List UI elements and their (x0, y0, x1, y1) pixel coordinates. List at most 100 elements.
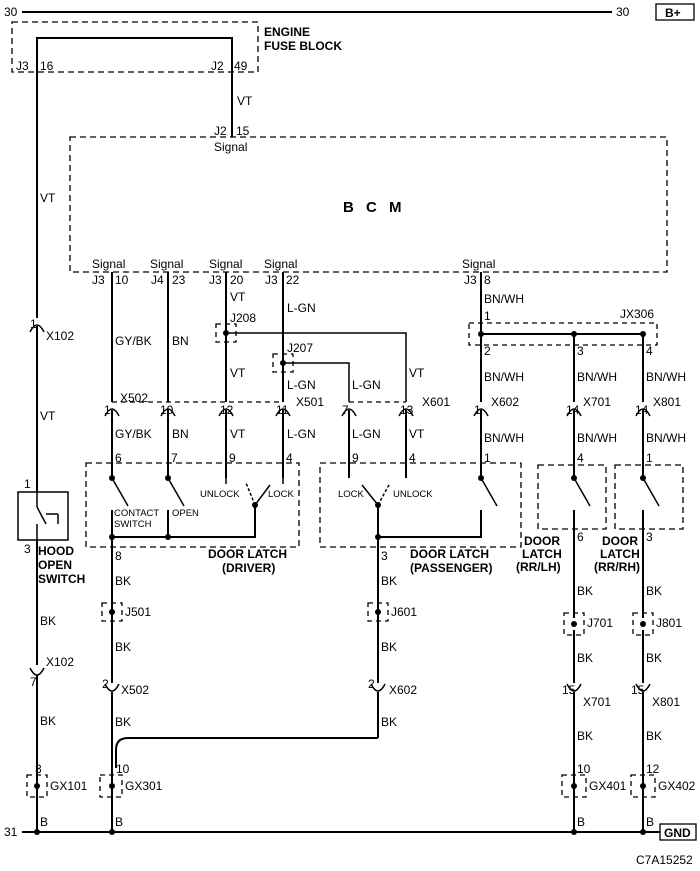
rrlh-pin-4: 4 (577, 451, 584, 465)
fuse-pin-right-conn: J2 (211, 59, 224, 73)
jx306-pin-4: 4 (646, 344, 653, 358)
wire-color-bk-hood-2: BK (40, 714, 56, 728)
fuse-pin-right-num: 49 (234, 59, 248, 73)
x601-label: X601 (422, 395, 450, 409)
gx301-pin: 10 (116, 762, 130, 776)
x602-pin-1: 1 (474, 403, 481, 417)
bcm-top-conn: J2 (214, 124, 227, 138)
rail-top-label: B+ (665, 6, 681, 20)
x102-top-label: X102 (46, 329, 74, 343)
rrrh-label-1: DOOR (602, 534, 638, 548)
j207-label: J207 (287, 341, 313, 355)
hood-switch-label-1: HOOD (38, 544, 74, 558)
wire-color-b-gx301: B (115, 815, 123, 829)
jx306-pin-2: 2 (484, 344, 491, 358)
driver-pin-7: 7 (171, 451, 178, 465)
fuse-pin-left-num: 16 (40, 59, 54, 73)
hood-switch-label-3: SWITCH (38, 572, 85, 586)
passenger-lock-label: LOCK (338, 489, 365, 500)
rrlh-label-2: LATCH (522, 547, 562, 561)
bcm-module: J2 15 Signal B C M Signal Signal Signal … (69, 124, 668, 287)
gx401-label: GX401 (589, 779, 627, 793)
bcm-pin-4-conn: J3 (265, 273, 278, 287)
gx402-pin: 12 (646, 762, 660, 776)
door-latch-driver: 6 7 9 4 CONTACT SWITCH OPEN UNLOCK LOCK … (85, 451, 300, 575)
x502-bottom-label: X502 (121, 683, 149, 697)
x502-label: X502 (120, 391, 148, 405)
bcm-pin-3-num: 20 (230, 273, 244, 287)
wire-color-vt-unlock-1: VT (230, 290, 246, 304)
bcm-pin-5-conn: J3 (464, 273, 477, 287)
gx401-pin: 10 (577, 762, 591, 776)
x701-pin-14: 14 (566, 403, 580, 417)
x102-bottom-label: X102 (46, 655, 74, 669)
bcm-pin-2-conn: J4 (151, 273, 164, 287)
wire-color-bnwh-4: BN/WH (646, 370, 686, 384)
bcm-pin-2-num: 23 (172, 273, 186, 287)
wire-color-bk-hood-1: BK (40, 614, 56, 628)
x801-label: X801 (653, 395, 681, 409)
x102-bottom-pin: 7 (30, 675, 37, 689)
wire-color-bk-passenger-2: BK (381, 640, 397, 654)
rrlh-label-1: DOOR (524, 534, 560, 548)
wire-color-bk-driver-2: BK (115, 640, 131, 654)
driver-pin-9: 9 (229, 451, 236, 465)
j208-label: J208 (230, 311, 256, 325)
wire-color-b-gx101: B (40, 815, 48, 829)
wire-color-bn-2: BN (172, 427, 189, 441)
bcm-pin-2-signal: Signal (150, 257, 183, 271)
bcm-pin-4-num: 22 (286, 273, 300, 287)
x502-bottom-pin: 2 (102, 677, 109, 691)
fuse-block-title-2: FUSE BLOCK (264, 39, 342, 53)
door-latch-passenger: 9 4 1 LOCK UNLOCK 3 DOOR LATCH (PASSENGE… (319, 451, 522, 575)
hood-switch-pin-1: 1 (24, 477, 31, 491)
driver-latch-label-2: (DRIVER) (222, 561, 275, 575)
wire-color-vt-passenger-2: VT (409, 427, 425, 441)
wire-color-b-gx401: B (577, 815, 585, 829)
x602-bottom-label: X602 (389, 683, 417, 697)
driver-pin-6: 6 (115, 451, 122, 465)
rail-top-right-number: 30 (616, 5, 630, 19)
wire-color-lgn-passenger-2: L-GN (352, 427, 381, 441)
wire-color-lgn-lock-2: L-GN (287, 378, 316, 392)
bcm-pin-3-conn: J3 (209, 273, 222, 287)
j701-label: J701 (587, 616, 613, 630)
door-latch-rr-lh: 4 6 DOOR LATCH (RR/LH) (516, 451, 607, 618)
wire-color-vt-passenger-1: VT (409, 366, 425, 380)
rail-bottom-left-number: 31 (4, 825, 18, 839)
rrrh-label-3: (RR/RH) (594, 560, 640, 574)
j501-label: J501 (125, 605, 151, 619)
connector-row: 1 X502 10 12 11 X501 7 13 X601 1 X602 14… (104, 391, 681, 417)
bcm-pin-1-signal: Signal (92, 257, 125, 271)
rail-bottom-label: GND (664, 826, 691, 840)
wire-color-vt-driver: VT (230, 427, 246, 441)
bcm-top-signal: Signal (214, 140, 247, 154)
bcm-pin-5-signal: Signal (462, 257, 495, 271)
x801-bottom-pin: 15 (631, 683, 645, 697)
fuse-block-title-1: ENGINE (264, 25, 310, 39)
jx306-pin-3: 3 (577, 344, 584, 358)
hood-switch-pin-3: 3 (24, 542, 31, 556)
engine-fuse-block: ENGINE FUSE BLOCK J3 16 J2 49 (11, 21, 342, 73)
passenger-pin-9: 9 (352, 451, 359, 465)
passenger-pin-1: 1 (484, 451, 491, 465)
power-rail: 30 30 B+ (4, 3, 695, 21)
passenger-latch-label-1: DOOR LATCH (410, 547, 489, 561)
wire-color-vt-fuse-bcm: VT (237, 94, 253, 108)
x801-pin-14: 14 (635, 403, 649, 417)
wire-color-bk-rrlh-3: BK (577, 729, 593, 743)
wire-color-lgn-driver: L-GN (287, 427, 316, 441)
passenger-pin-4: 4 (409, 451, 416, 465)
wire-color-vt-hood-2: VT (40, 409, 56, 423)
bcm-pin-4-signal: Signal (264, 257, 297, 271)
rrrh-pin-3: 3 (646, 530, 653, 544)
wire-color-bnwh-6: BN/WH (577, 431, 617, 445)
x701-bottom-label: X701 (583, 695, 611, 709)
driver-unlock-label: UNLOCK (200, 489, 240, 500)
wire-color-bn-1: BN (172, 334, 189, 348)
wire-color-gybk-1: GY/BK (115, 334, 152, 348)
wire-color-bnwh-3: BN/WH (577, 370, 617, 384)
door-latch-rr-rh: 1 3 DOOR LATCH (RR/RH) (594, 451, 684, 618)
wire-color-lgn-lock-1: L-GN (287, 301, 316, 315)
driver-pin-4: 4 (286, 451, 293, 465)
